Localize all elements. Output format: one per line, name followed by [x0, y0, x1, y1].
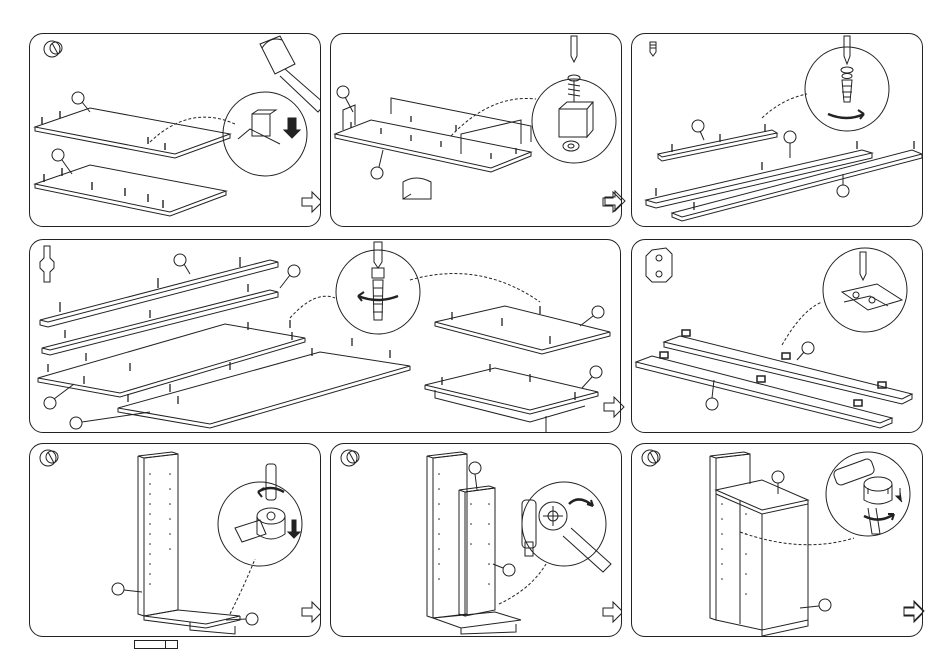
callout-circle [772, 471, 784, 483]
cam-lock-icon [44, 41, 62, 57]
cam-bolt-icon [40, 246, 54, 282]
screw-anchor-icon [650, 42, 656, 56]
step-6-panel [29, 443, 321, 637]
next-arrow-icon [604, 190, 626, 212]
page-marker [134, 640, 178, 649]
callout-circle [70, 417, 82, 429]
step-7-illustration [331, 444, 622, 637]
callout-circle [590, 366, 602, 378]
step-3-panel [631, 33, 923, 227]
step-8-panel [631, 443, 923, 637]
callout-circle [337, 86, 349, 98]
callout-circle [52, 149, 64, 161]
step-2-panel [330, 33, 622, 227]
next-arrow-icon [603, 396, 625, 418]
callout-circle [837, 185, 849, 197]
hinge-plate-icon [646, 248, 672, 282]
callout-circle [819, 599, 831, 611]
callout-circle [371, 167, 383, 179]
step-8-illustration [632, 444, 923, 637]
step-1-panel [29, 33, 321, 227]
screwdriver-icon [844, 36, 850, 64]
step-5-illustration [632, 240, 923, 433]
step-6-illustration [30, 444, 321, 637]
detail-circle [336, 250, 420, 334]
callout-circle [246, 613, 258, 625]
cam-lock-icon [642, 450, 660, 466]
step-4-panel [29, 239, 621, 433]
step-4-illustration [30, 240, 621, 433]
callout-circle [784, 131, 796, 143]
callout-circle [503, 564, 515, 576]
callout-circle [592, 306, 604, 318]
next-arrow [603, 602, 622, 622]
step-1-illustration [30, 34, 321, 227]
callout-circle [692, 120, 704, 132]
cam-lock-icon [341, 450, 359, 466]
detail-circle [823, 248, 907, 332]
callout-circle [469, 462, 481, 474]
next-arrow [302, 192, 321, 212]
next-arrow-icon [903, 600, 925, 622]
next-arrow [302, 602, 321, 622]
cam-lock-icon [40, 450, 58, 466]
step-7-panel [330, 443, 622, 637]
step-5-panel [631, 239, 923, 433]
callout-circle [706, 398, 718, 410]
step-3-illustration [632, 34, 923, 227]
callout-circle [112, 583, 124, 595]
screwdriver-icon [571, 36, 577, 62]
step-2-illustration [331, 34, 622, 227]
